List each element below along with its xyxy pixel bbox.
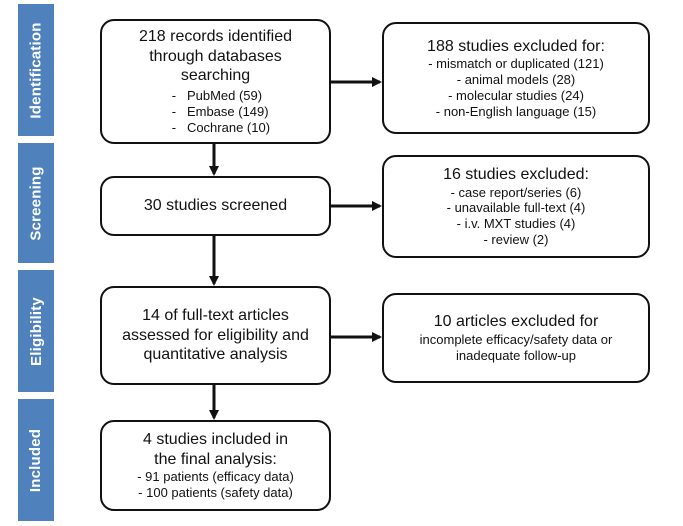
excluded-10-line-1: 10 articles excluded for bbox=[433, 313, 599, 331]
records-line-1: 218 records identified bbox=[139, 28, 292, 46]
included-line-1: 4 studies included in bbox=[143, 431, 288, 449]
excluded-188-item: - non-English language (15) bbox=[435, 103, 597, 119]
excluded-10-box: 10 articles excluded for incomplete effi… bbox=[382, 293, 650, 383]
excluded-188-item: - animal models (28) bbox=[456, 71, 576, 87]
database-list: -PubMed (59) -Embase (149) -Cochrane (10… bbox=[161, 88, 270, 136]
excluded-16-item: - case report/series (6) bbox=[450, 184, 582, 200]
excluded-10-line-2: incomplete efficacy/safety data or bbox=[419, 331, 613, 347]
stage-included: Included bbox=[18, 399, 54, 521]
database-item: -Cochrane (10) bbox=[171, 119, 271, 135]
stage-screening: Screening bbox=[18, 143, 54, 263]
excluded-16-box: 16 studies excluded: - case report/serie… bbox=[382, 155, 650, 258]
excluded-188-item: - molecular studies (24) bbox=[448, 87, 584, 103]
fulltext-line-1: 14 of full-text articles bbox=[142, 307, 289, 325]
fulltext-assessed-box: 14 of full-text articles assessed for el… bbox=[100, 286, 331, 385]
fulltext-line-2: assessed for eligibility and bbox=[122, 326, 309, 344]
records-line-2: through databases bbox=[149, 47, 282, 65]
included-line-4: - 100 patients (safety data) bbox=[138, 485, 293, 501]
screened-box: 30 studies screened bbox=[100, 176, 331, 236]
stage-identification: Identification bbox=[18, 4, 54, 136]
database-item: -PubMed (59) bbox=[171, 87, 263, 103]
excluded-16-item: - review (2) bbox=[483, 232, 549, 248]
excluded-188-box: 188 studies excluded for: - mismatch or … bbox=[382, 22, 650, 134]
included-line-3: - 91 patients (efficacy data) bbox=[137, 469, 294, 485]
excluded-16-title: 16 studies excluded: bbox=[443, 166, 589, 184]
records-identified-box: 218 records identified through databases… bbox=[100, 19, 331, 144]
excluded-188-item: - mismatch or duplicated (121) bbox=[428, 56, 604, 72]
fulltext-line-3: quantitative analysis bbox=[143, 346, 288, 364]
records-line-3: searching bbox=[180, 67, 251, 85]
included-box: 4 studies included in the final analysis… bbox=[100, 420, 331, 511]
excluded-188-title: 188 studies excluded for: bbox=[427, 37, 605, 55]
database-item: -Embase (149) bbox=[171, 103, 269, 119]
excluded-16-item: - unavailable full-text (4) bbox=[446, 200, 586, 216]
excluded-16-item: - i.v. MXT studies (4) bbox=[456, 216, 576, 232]
included-line-2: the final analysis: bbox=[154, 450, 277, 468]
screened-label: 30 studies screened bbox=[143, 197, 288, 215]
stage-eligibility: Eligibility bbox=[18, 270, 54, 392]
excluded-10-line-3: inadequate follow-up bbox=[456, 347, 576, 363]
